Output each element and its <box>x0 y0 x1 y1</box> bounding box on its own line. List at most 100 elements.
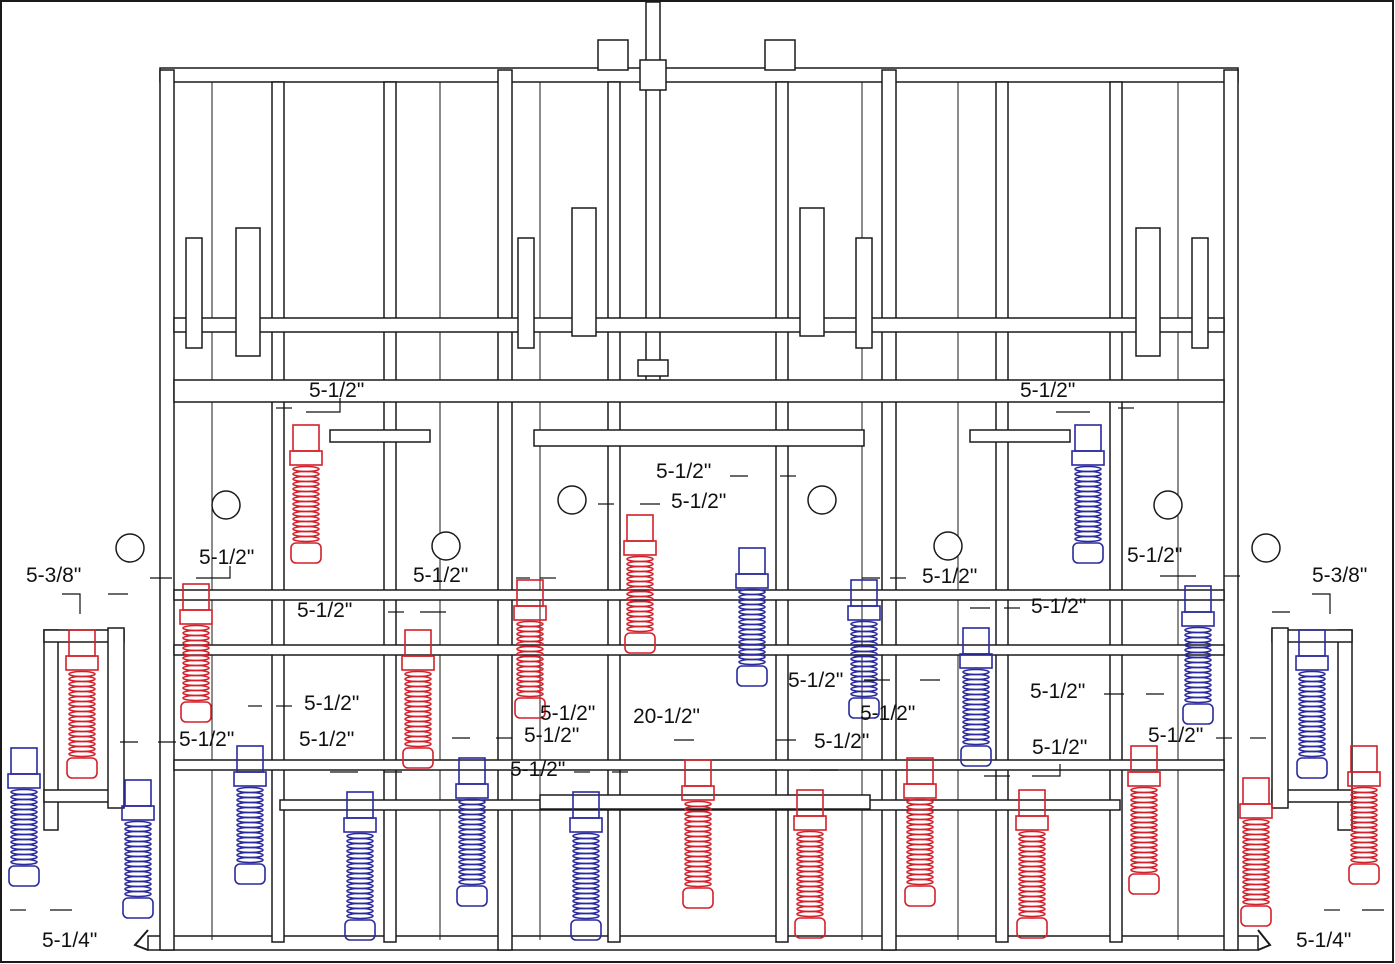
shank-red <box>623 514 657 654</box>
dimension-label: 5-1/2" <box>1020 379 1075 402</box>
shank-foot <box>1128 873 1160 895</box>
shank-red <box>1015 789 1049 939</box>
shank-foot <box>1240 905 1272 927</box>
dimension-label: 20-1/2" <box>633 705 700 728</box>
shank-foot <box>456 885 488 907</box>
spring-coil <box>68 750 96 758</box>
shank-foot <box>1296 757 1328 779</box>
shank-bracket <box>179 609 213 625</box>
shank-bracket <box>1015 815 1049 831</box>
shank-foot <box>402 747 434 769</box>
shank-bracket <box>1127 771 1161 787</box>
spring-coil <box>796 910 824 918</box>
hitch-drawbar <box>597 1 796 383</box>
shank-red <box>179 583 213 723</box>
dimension-label: 5-1/2" <box>788 669 843 692</box>
shank-blue <box>959 627 993 767</box>
spring-coil <box>1184 696 1212 704</box>
shank-red <box>1347 745 1381 885</box>
shank-red <box>65 629 99 779</box>
shank-bracket <box>959 653 993 669</box>
shank-foot <box>1182 703 1214 725</box>
shank-bracket <box>1239 803 1273 819</box>
shank-foot <box>180 701 212 723</box>
shank-blue <box>455 757 489 907</box>
shank-foot <box>904 885 936 907</box>
spring-coil <box>516 690 544 698</box>
shank-bracket <box>513 605 547 621</box>
shank-foot <box>122 897 154 919</box>
spring-coil <box>124 890 152 898</box>
shank-clamp <box>1350 745 1378 773</box>
shank-bracket <box>401 655 435 671</box>
shank-red <box>1127 745 1161 895</box>
spring-coil <box>572 912 600 920</box>
shank-red <box>681 759 715 909</box>
shank-blue <box>343 791 377 941</box>
dimension-label: 5-1/2" <box>1127 544 1182 567</box>
shank-clamp <box>292 424 320 452</box>
spring-coil <box>962 738 990 746</box>
shank-blue <box>569 791 603 941</box>
dimension-label: 5-1/2" <box>1032 736 1087 759</box>
dimension-label: 5-1/2" <box>510 758 565 781</box>
cross-members <box>173 317 1225 811</box>
shank-bracket <box>847 605 881 621</box>
shank-blue <box>1295 629 1329 779</box>
dimension-label: 5-1/4" <box>1296 929 1351 952</box>
spring-coil <box>1298 750 1326 758</box>
shank-bracket <box>7 773 41 789</box>
spring-coil <box>404 740 432 748</box>
shank-bracket <box>793 815 827 831</box>
shank-foot <box>66 757 98 779</box>
spring-coil <box>292 535 320 543</box>
dimension-label: 5-1/2" <box>413 564 468 587</box>
dimension-label: 5-1/2" <box>524 724 579 747</box>
shank-foot <box>1016 917 1048 939</box>
shank-clamp <box>1242 777 1270 805</box>
shank-foot <box>290 542 322 564</box>
shank-foot <box>344 919 376 941</box>
shank-blue <box>1071 424 1105 564</box>
dimension-labels: 5-1/2" 5-1/2" 5-1/2" 5-1/2" 5-1/2" 5-1/2… <box>26 379 1367 952</box>
spring-coil <box>906 878 934 886</box>
spring-coil <box>1350 856 1378 864</box>
shank-red <box>1239 777 1273 927</box>
shank-foot <box>848 697 880 719</box>
spring-coil <box>1242 898 1270 906</box>
gauge-wheels <box>115 485 1281 563</box>
shank-foot <box>234 863 266 885</box>
shank-red <box>513 579 547 719</box>
shank-foot <box>794 917 826 939</box>
shank-bracket <box>455 783 489 799</box>
spring-coil <box>236 856 264 864</box>
dimension-label: 5-1/2" <box>671 490 726 513</box>
spring-coil <box>10 858 38 866</box>
shank-clamp <box>626 514 654 542</box>
shank-foot <box>682 887 714 909</box>
shank-blue <box>233 745 267 885</box>
dimension-label: 5-3/8" <box>1312 564 1367 587</box>
shank-foot <box>960 745 992 767</box>
shank-bracket <box>289 450 323 466</box>
spring-coil <box>182 694 210 702</box>
shank-bracket <box>681 785 715 801</box>
shank-blue <box>735 547 769 687</box>
dimension-label: 5-1/2" <box>1148 724 1203 747</box>
dimension-lines <box>10 398 1384 911</box>
dimension-label: 5-1/2" <box>1030 680 1085 703</box>
shank-bracket <box>65 655 99 671</box>
shank-bracket <box>735 573 769 589</box>
shank-foot <box>624 632 656 654</box>
dimension-label: 5-1/2" <box>199 546 254 569</box>
spring-coil <box>1074 535 1102 543</box>
dimension-label: 5-3/8" <box>26 564 81 587</box>
shank-blue <box>7 747 41 887</box>
shank-foot <box>1348 863 1380 885</box>
shanks-layer <box>7 424 1381 941</box>
shank-blue <box>847 579 881 719</box>
shank-bracket <box>1347 771 1381 787</box>
shank-red <box>793 789 827 939</box>
dimension-label: 5-1/2" <box>297 599 352 622</box>
dimension-label: 5-1/2" <box>179 728 234 751</box>
